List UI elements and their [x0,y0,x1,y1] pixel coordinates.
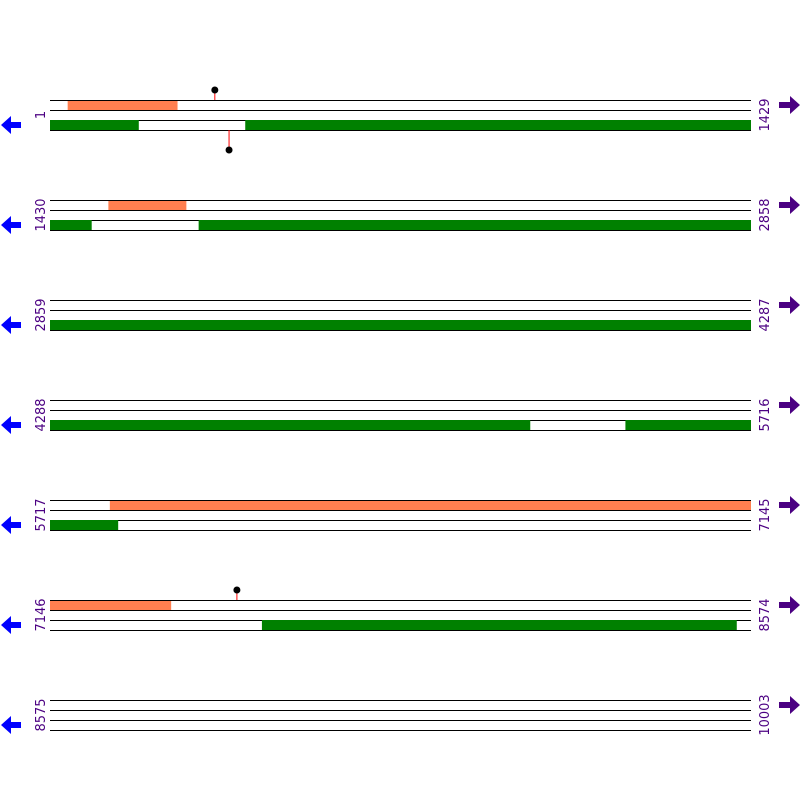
arrow-left-icon [1,416,21,434]
track-row: 5717 7145 [1,496,800,534]
row-start-label: 4288 [34,398,49,431]
arrow-left-icon [1,516,21,534]
row-end-label: 7145 [758,498,773,531]
marker-head [211,86,219,94]
reverse-feature [245,120,751,130]
reverse-feature [625,420,751,430]
row-end-label: 8574 [758,598,773,631]
track-row: 8575 10003 [1,694,800,736]
marker-head [233,586,241,594]
reverse-feature [50,520,119,530]
row-end-label: 4287 [758,298,773,331]
arrow-right-icon [779,396,800,414]
forward-feature [67,101,178,110]
row-start-label: 8575 [34,698,49,731]
row-start-label: 1430 [34,198,49,231]
row-end-label: 10003 [758,694,773,735]
track-row: 1 1429 [1,86,800,154]
track-row: 4288 5716 [1,396,800,434]
arrow-left-icon [1,716,21,734]
row-end-label: 5716 [758,398,773,431]
arrow-right-icon [779,96,800,114]
reverse-feature [50,120,139,130]
track-row: 1430 2858 [1,196,800,234]
reverse-feature [198,220,751,230]
arrow-left-icon [1,616,21,634]
track-row: 7146 8574 [1,586,800,634]
forward-feature [50,601,172,610]
arrow-right-icon [779,596,800,614]
arrow-right-icon [779,296,800,314]
forward-feature [108,201,187,210]
row-start-label: 7146 [34,598,49,631]
row-end-label: 1429 [758,98,773,131]
row-start-label: 2859 [34,298,49,331]
reverse-feature [50,320,751,330]
arrow-right-icon [779,496,800,514]
arrow-left-icon [1,116,21,134]
arrow-right-icon [779,696,800,714]
track-row: 2859 4287 [1,296,800,334]
arrow-right-icon [779,196,800,214]
arrow-left-icon [1,316,21,334]
reverse-feature [261,620,737,630]
row-start-label: 1 [34,111,49,119]
reverse-feature [50,420,531,430]
row-start-label: 5717 [34,498,49,531]
reverse-feature [50,220,92,230]
marker-head [225,146,233,154]
arrow-left-icon [1,216,21,234]
forward-feature [109,501,752,510]
row-end-label: 2858 [758,198,773,231]
